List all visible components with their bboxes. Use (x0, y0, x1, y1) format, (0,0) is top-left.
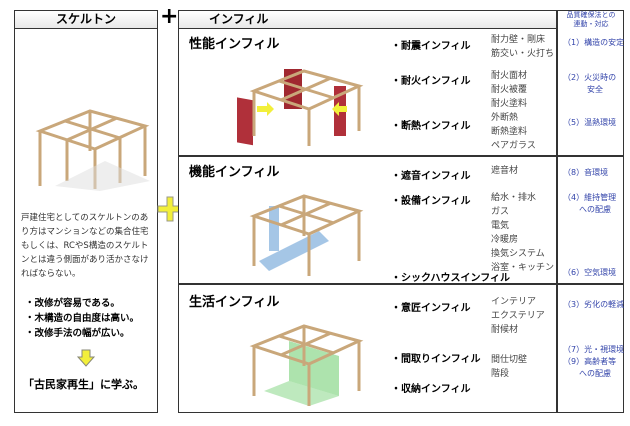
skeleton-description: 戸建住宅としてのスケルトンのあり方はマンションなどの集合住宅もしくは、RCやS構… (21, 213, 149, 279)
law-link[interactable]: （1）構造の安定 (563, 38, 625, 47)
section-title-function: 機能インフィル (189, 165, 280, 180)
law-link[interactable]: （8）音環境 (563, 168, 609, 177)
life-illustration (249, 324, 364, 406)
law-link[interactable]: （2）火災時の 安全 (563, 73, 617, 94)
law-link[interactable]: （6）空気環境 (563, 268, 617, 277)
infill-item: ・耐震インフィル (391, 41, 471, 52)
section-title-life: 生活インフィル (189, 295, 280, 310)
big-plus-icon (157, 196, 183, 222)
skeleton-bullet: ・改修が容易である。 (25, 298, 120, 309)
skeleton-title: スケルトン (15, 11, 157, 29)
law-link[interactable]: （3）劣化の軽減 (563, 300, 625, 309)
skeleton-frame-illustration (35, 109, 150, 191)
infill-item: ・遮音インフィル (391, 171, 471, 182)
infill-materials: インテリア エクステリア 耐候材 (491, 297, 545, 335)
infill-item: ・シックハウスインフィル (391, 273, 510, 284)
infill-materials: 耐火面材 耐火被覆 耐火塗料 (491, 71, 528, 109)
section-divider (179, 283, 623, 285)
infill-materials: 外断熱 断熱塗料 ペアガラス (491, 113, 536, 151)
infill-item: ・耐火インフィル (391, 76, 471, 87)
infill-title: インフィル (179, 11, 556, 29)
law-link[interactable]: （7）光・視環境 （9）高齢者等 への配慮 (563, 345, 625, 378)
column-divider (556, 11, 558, 412)
function-illustration (249, 194, 364, 276)
infill-item: ・収納インフィル (391, 384, 471, 395)
infill-item: ・意匠インフィル (391, 303, 471, 314)
law-header: 品質確保法との 連動・対応 (566, 11, 616, 28)
law-link[interactable]: （4）維持管理 への配慮 (563, 193, 617, 214)
down-arrow-icon (77, 349, 95, 367)
infill-item: ・断熱インフィル (391, 121, 471, 132)
law-link[interactable]: （5）温熱環境 (563, 118, 617, 127)
skeleton-bullet: ・改修手法の幅が広い。 (25, 328, 130, 339)
plus-sign: + (160, 4, 179, 29)
performance-illustration (237, 69, 364, 146)
skeleton-panel: スケルトン 戸建住宅としてのスケルトンのあり方はマンションなどの集合住宅もしくは… (14, 10, 158, 413)
section-title-performance: 性能インフィル (189, 37, 280, 52)
section-divider (179, 155, 623, 157)
infill-item: ・設備インフィル (391, 196, 471, 207)
skeleton-bullet: ・木構造の自由度は高い。 (25, 313, 140, 324)
infill-materials: 間仕切壁 階段 (491, 355, 528, 379)
infill-materials: 耐力壁・剛床 筋交い・火打ち (491, 35, 555, 59)
infill-materials: 遮音材 (491, 166, 519, 176)
skeleton-conclusion: 「古民家再生」に学ぶ。 (23, 378, 144, 391)
infill-panel: インフィル 品質確保法との 連動・対応 性能インフィル ・耐震インフィル 耐力壁… (178, 10, 624, 413)
infill-materials: 給水・排水 ガス 電気 冷暖房 換気システム 浴室・キッチン (491, 193, 555, 273)
infill-item: ・間取りインフィル (391, 354, 481, 365)
